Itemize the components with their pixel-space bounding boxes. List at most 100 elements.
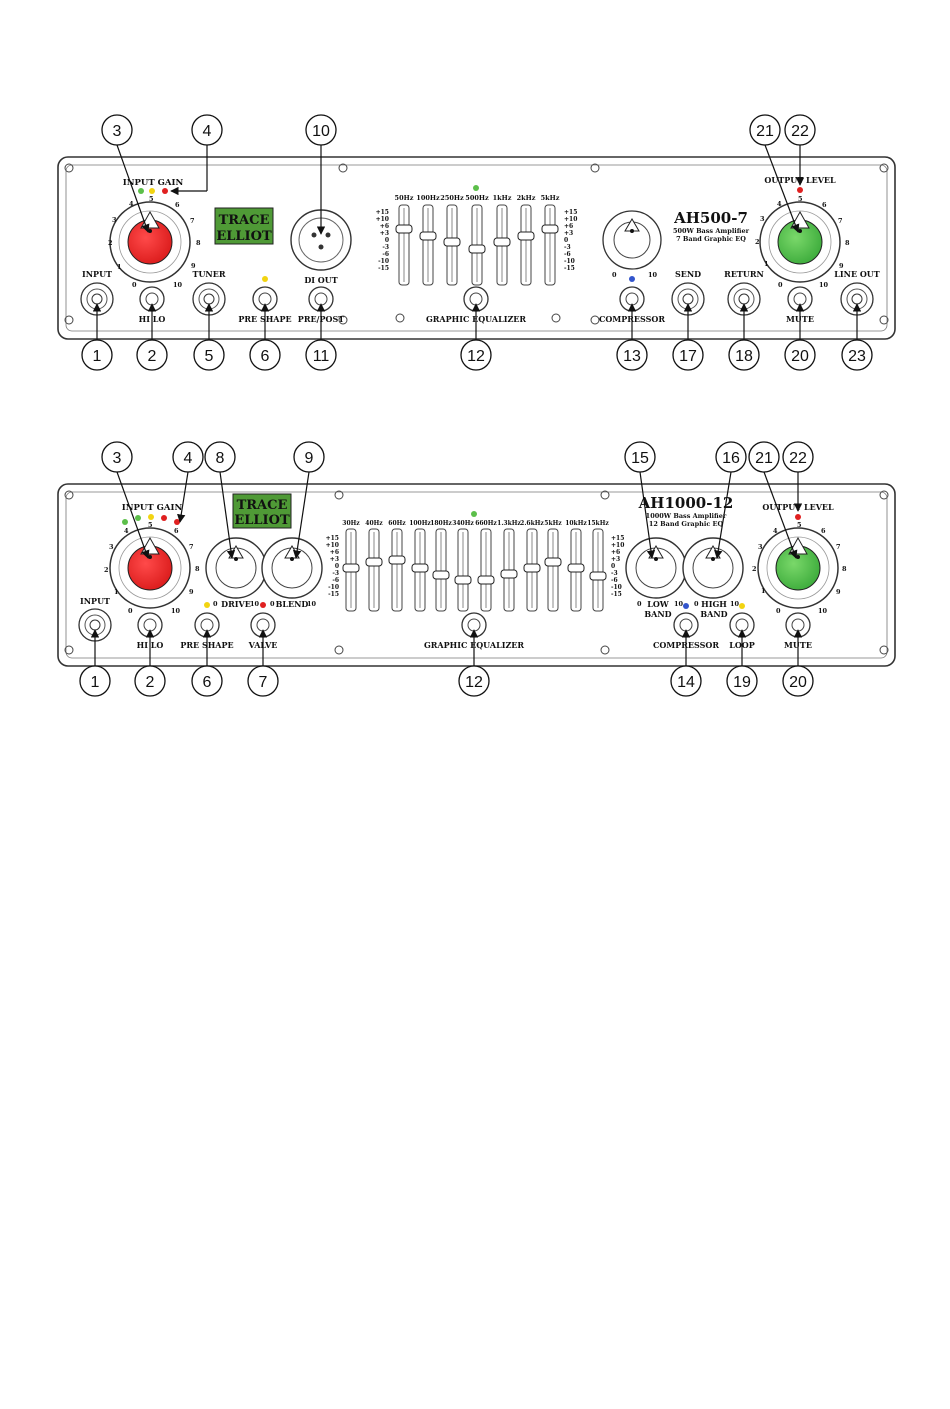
svg-text:20: 20 (789, 674, 807, 691)
output-level-knob[interactable] (759, 201, 841, 283)
svg-text:8: 8 (842, 565, 847, 573)
eq-slider[interactable] (468, 204, 486, 286)
svg-text:+10: +10 (611, 542, 624, 549)
svg-text:2kHz: 2kHz (517, 194, 536, 202)
svg-text:0: 0 (564, 237, 568, 244)
svg-text:15kHz: 15kHz (587, 520, 609, 527)
eq-slider[interactable] (388, 528, 406, 612)
svg-text:2: 2 (148, 348, 157, 365)
pre-post-switch[interactable] (308, 286, 334, 312)
eq-slider[interactable] (342, 528, 360, 612)
compressor-led (683, 603, 689, 609)
pre-shape-led (204, 602, 210, 608)
svg-text:8: 8 (845, 239, 850, 247)
eq-slider[interactable] (544, 528, 562, 612)
di-out-xlr[interactable] (290, 209, 352, 271)
blend-scale-max: 10 (307, 600, 317, 608)
svg-text:21: 21 (755, 450, 773, 467)
eq-slider[interactable] (493, 204, 511, 286)
svg-text:6: 6 (175, 201, 180, 209)
low-band-scale-min: 0 (637, 600, 642, 608)
callout-21: 21 (749, 114, 781, 146)
loop-led (739, 603, 745, 609)
input-gain-knob[interactable] (109, 527, 191, 609)
line-out-label: LINE OUT (834, 269, 880, 279)
callout-12: 12 (460, 339, 492, 371)
eq-slider[interactable] (477, 528, 495, 612)
blend-knob[interactable] (261, 537, 323, 599)
callout-14: 14 (670, 665, 702, 697)
svg-text:5: 5 (149, 195, 154, 203)
svg-text:1: 1 (764, 260, 769, 268)
model-sub2: 12 Band Graphic EQ (649, 520, 724, 528)
svg-text:12: 12 (465, 674, 483, 691)
svg-text:2: 2 (108, 239, 113, 247)
svg-text:7: 7 (838, 217, 843, 225)
line-out-jack[interactable] (840, 282, 874, 316)
svg-text:16: 16 (722, 450, 740, 467)
compressor-switch[interactable] (673, 612, 699, 638)
mute-switch[interactable] (787, 286, 813, 312)
hi-lo-switch[interactable] (139, 286, 165, 312)
svg-text:5kHz: 5kHz (541, 194, 560, 202)
return-jack[interactable] (727, 282, 761, 316)
high-band-knob[interactable] (682, 537, 744, 599)
eq-slider[interactable] (589, 528, 607, 612)
callouts-top-panel (92, 144, 862, 340)
low-band-knob[interactable] (625, 537, 687, 599)
eq-slider[interactable] (567, 528, 585, 612)
compressor-switch[interactable] (619, 286, 645, 312)
eq-bypass-switch[interactable] (461, 612, 487, 638)
callouts-bottom-panel (90, 471, 803, 666)
svg-text:4: 4 (777, 200, 782, 208)
eq-slider[interactable] (365, 528, 383, 612)
input-gain-scale: 0 1 2 3 4 5 6 7 8 9 10 (104, 521, 200, 615)
output-level-scale: 0 1 2 3 4 5 6 7 8 9 10 (755, 195, 850, 289)
eq-slider[interactable] (523, 528, 541, 612)
return-label: RETURN (724, 269, 764, 279)
input-jack[interactable] (80, 282, 114, 316)
svg-text:-10: -10 (564, 258, 575, 265)
eq-slider[interactable] (541, 204, 559, 286)
svg-text:0: 0 (132, 281, 137, 289)
svg-text:+6: +6 (330, 549, 339, 556)
send-jack[interactable] (671, 282, 705, 316)
led-green (138, 188, 144, 194)
eq-slider[interactable] (454, 528, 472, 612)
eq-slider[interactable] (419, 204, 437, 286)
eq-slider[interactable] (500, 528, 518, 612)
eq-section-top: 50Hz 100Hz 250Hz 500Hz 1kHz 2kHz 5kHz +1… (376, 185, 577, 286)
drive-knob[interactable] (205, 537, 267, 599)
svg-text:60Hz: 60Hz (388, 520, 406, 527)
svg-text:+6: +6 (380, 223, 389, 230)
callout-13: 13 (616, 339, 648, 371)
eq-band-labels: 50Hz 100Hz 250Hz 500Hz 1kHz 2kHz 5kHz (395, 194, 560, 202)
svg-text:8: 8 (216, 450, 225, 467)
db-scale-left: +15 +10 +6 +3 0 -3 -6 -10 -15 (376, 209, 389, 272)
input-label: INPUT (80, 596, 110, 606)
eq-slider[interactable] (517, 204, 535, 286)
svg-text:TRACE: TRACE (237, 498, 288, 513)
svg-text:10: 10 (173, 281, 183, 289)
svg-text:2: 2 (104, 566, 109, 574)
input-label: INPUT (82, 269, 112, 279)
output-level-knob[interactable] (757, 527, 839, 609)
svg-text:11: 11 (313, 348, 330, 365)
callout-2: 2 (134, 665, 166, 697)
input-gain-knob[interactable] (109, 201, 191, 283)
svg-text:+10: +10 (376, 216, 389, 223)
eq-slider[interactable] (395, 204, 413, 286)
compressor-knob[interactable] (602, 210, 662, 270)
callout-17: 17 (672, 339, 704, 371)
low-band-scale-max: 10 (674, 600, 684, 608)
led-yellow (149, 188, 155, 194)
svg-text:0: 0 (776, 607, 781, 615)
tuner-jack[interactable] (192, 282, 226, 316)
svg-text:2: 2 (755, 238, 760, 246)
eq-slider[interactable] (443, 204, 461, 286)
eq-slider[interactable] (432, 528, 450, 612)
svg-text:19: 19 (733, 674, 751, 691)
eq-slider[interactable] (411, 528, 429, 612)
svg-text:3: 3 (758, 543, 763, 551)
svg-text:ELLIOT: ELLIOT (234, 513, 290, 528)
